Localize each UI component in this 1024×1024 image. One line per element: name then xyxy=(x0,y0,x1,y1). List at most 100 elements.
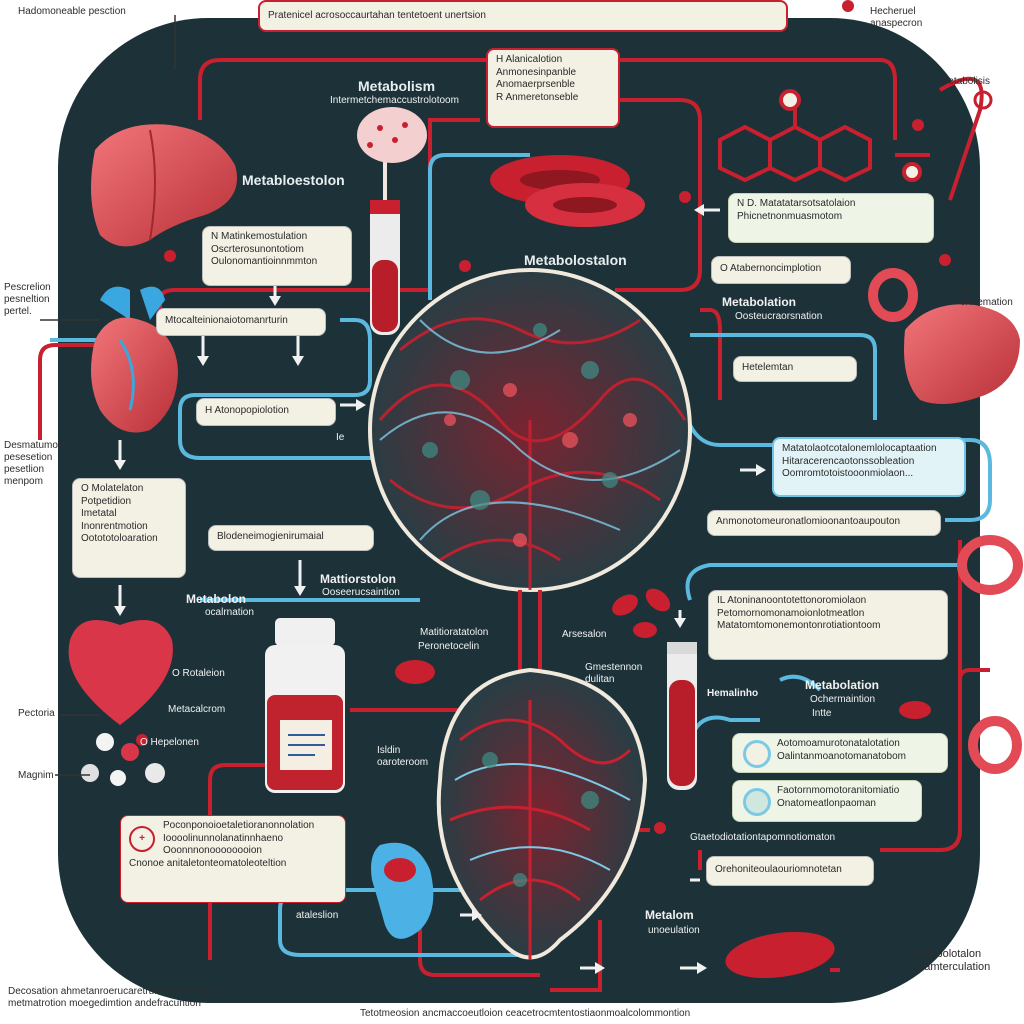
circle-marker-icon xyxy=(743,740,771,768)
rbc-small-icons xyxy=(395,588,931,979)
label-middle-right: Metabolation xyxy=(722,295,796,309)
green-1-line-1: Aotomoamurotonatalotation xyxy=(777,738,900,749)
label-bottom-center-small: Gtaetodiotationtapomnotiomaton xyxy=(690,832,836,843)
oxidation-left-line-2: Potpetidion xyxy=(81,495,132,507)
hydroxylation-line-4: R Anmeretonseble xyxy=(496,91,579,103)
hematology-text: Hetelemtan xyxy=(742,362,794,373)
l-box-line-3: Matatomtomonemontonrotiationtoom xyxy=(717,620,881,631)
label-top-left: Hadomoneable pesction xyxy=(18,6,126,17)
label-left-metabolism: Metabolon xyxy=(186,592,246,606)
label-left-measurement: Metacalcrom xyxy=(168,704,226,715)
label-left-hepatic: O Hepelonen xyxy=(140,737,199,748)
footer-left-text: Decosation ahmetanroerucaretrunthun pesc… xyxy=(8,986,223,1009)
label-right-metabolon-sub2: Intte xyxy=(812,708,832,719)
mineral-pellets-icon xyxy=(81,733,165,786)
vein-paths xyxy=(50,153,992,957)
blue-info-box: Matatolaotcotalonemlolocaptaation Hitara… xyxy=(772,437,966,497)
hydroxylation-h-box: H Atonopopiolotion xyxy=(196,398,336,426)
hydroxylation-line-3: Anomaerprsenble xyxy=(496,79,575,90)
oxidation-left-box: O Molatelaton Potpetidion Imetatal Inonr… xyxy=(72,478,186,578)
methyl-box: N Matinkemostulation Oscrterosunontotiom… xyxy=(202,226,352,286)
green-1-line-2: Oalintanmoanotomanatobom xyxy=(777,750,906,762)
blue-line-2: Hitaracerencaotonssobleation xyxy=(782,455,915,467)
l-box-line-1: IL Atoninanoontotettonoromiolaon xyxy=(717,595,867,606)
long-box: Anmonotomeuronatlomioonantoaupouton xyxy=(707,510,941,536)
label-left-metabolism-sub: ocalrnation xyxy=(205,607,254,618)
test-tube-icon-right xyxy=(667,642,697,790)
oxidation-left-line-1: O Molatelaton xyxy=(81,483,144,494)
label-derivative: Desmatumon pesesetion pesetlion menpom xyxy=(4,440,64,487)
left-mid-box: Mtocalteinionaiotomanrturin xyxy=(156,308,326,336)
green-box-2: Faotornmomotoranitomiatio Onatomeatlonpa… xyxy=(732,780,922,822)
label-mid-center-sub: Peronetocelin xyxy=(418,641,480,652)
top-banner-box: Pratenicel acrosoccaurtahan tentetoent u… xyxy=(258,0,788,32)
label-metabolites-right: Metabolisis xyxy=(940,76,991,87)
red-blood-cell-icon xyxy=(490,155,645,227)
circle-marker-icon-2 xyxy=(743,788,771,816)
rbc-ring-icon xyxy=(868,268,1023,774)
green-box-1: Aotomoamurotonatalotation Oalintanmoanot… xyxy=(732,733,948,773)
label-right-hemo: Hemalinho xyxy=(707,688,759,699)
heart-icon xyxy=(91,286,178,433)
l-box: IL Atoninanoontotettonoromiolaon Petomor… xyxy=(708,590,948,660)
molecule-icon xyxy=(718,89,930,183)
bottom-left-line-3: Ooonnnonoooooooion xyxy=(163,845,262,856)
oxidation-left-line-4: Inonrentmotion xyxy=(81,520,148,532)
bottom-left-line-4: Cnonoe anitaletonteomatoleoteltion xyxy=(129,857,287,869)
l-box-line-2: Petomornomonamoionlotmeatlon xyxy=(717,607,865,619)
label-top-right: Hecheruel anaspecron xyxy=(870,6,923,29)
hepatic-box: Blodeneimogienirumaial xyxy=(208,525,374,551)
blue-line-3: Oomromtotoistooonmiolaon... xyxy=(782,468,914,479)
label-mid-left: Mattiorstolon xyxy=(320,572,396,586)
plus-icon: + xyxy=(129,826,155,852)
vascular-tree-icon xyxy=(357,107,427,200)
label-right-blood-ref: im onrtemation xyxy=(960,285,1013,308)
pointer-lines xyxy=(40,15,176,776)
label-mid-left-sub: Ooseerucsaintion xyxy=(322,587,400,598)
label-right-metabolon: Metabolation xyxy=(805,678,879,692)
label-left-fedelin: O Rotaleion xyxy=(172,668,225,679)
label-bottom-metabolon: Metalom xyxy=(645,908,694,922)
left-mid-box-text: Mtocalteinionaiotomanrturin xyxy=(165,315,288,326)
heart-shape-icon xyxy=(68,620,173,725)
label-mid-center: Matitioratatolon xyxy=(420,627,489,638)
label-center-title: Metabolostalon xyxy=(524,252,627,268)
footer-center-text: Tetotmeosion ancmaccoeutloion ceacetrocm… xyxy=(360,1008,691,1019)
label-bottom-right: Metabolotalon anamterculation xyxy=(912,948,991,974)
test-tube-icon xyxy=(370,200,400,335)
methyl-line-3: Oulonomantioinnmmton xyxy=(211,256,318,267)
label-methylation-left: Metabloestolon xyxy=(242,172,345,188)
hydroxylation-h-text: H Atonopopiolotion xyxy=(205,405,289,416)
green-2-line-1: Faotornmomotoranitomiatio xyxy=(777,785,900,796)
label-bottom-extra: ataleslion xyxy=(296,910,339,921)
arrow-icon xyxy=(114,204,766,974)
methyl-line-1: N Matinkemostulation xyxy=(211,231,308,242)
bottom-left-line-1: Poconponoioetaletioranonnolation xyxy=(163,820,315,831)
methyl-right-line-2: Phicnetnonmuasmotom xyxy=(737,210,843,222)
bottom-left-box: + Poconponoioetaletioranonnolation Ioooo… xyxy=(120,815,346,903)
methyl-right-box: N D. Matatatarsotsatolaion Phicnetnonmua… xyxy=(728,193,934,243)
hydroxylation-line-1: H Alanicalotion xyxy=(496,54,563,65)
oxidation-left-line-5: Ootototoloaration xyxy=(81,533,158,544)
tissue-cross-section xyxy=(368,268,692,592)
vial-icon xyxy=(265,618,345,793)
hydroxylation-line-2: Anmonesinpanble xyxy=(496,66,577,78)
label-fructa: Pectoria xyxy=(18,708,55,719)
blue-line-1: Matatolaotcotalonemlolocaptaation xyxy=(782,443,937,454)
label-bottom-metabolon-sub: unoeulation xyxy=(648,925,700,936)
hematology-box: Hetelemtan xyxy=(733,356,857,382)
label-metabolism-top-sub: Intermetchemaccustrolotoom xyxy=(330,95,459,106)
label-parathion: Pescrelion pesneltion pertel. xyxy=(4,282,51,317)
bottom-center-box-text: Orehoniteoulaouriomnotetan xyxy=(715,864,842,875)
label-vial: Isldin oaroteroom xyxy=(377,745,429,768)
oxidation-left-line-3: Imetatal xyxy=(81,508,117,519)
label-acylation: Arsesalon xyxy=(562,629,607,640)
liver-icon-right xyxy=(904,304,1020,404)
long-box-text: Anmonotomeuronatlomioonantoaupouton xyxy=(716,516,901,527)
hydroxylation-box: H Alanicalotion Anmonesinpanble Anomaerp… xyxy=(486,48,620,128)
methyl-line-2: Oscrterosunontotiom xyxy=(211,243,304,255)
label-metabolism-top: Metabolism xyxy=(358,78,436,94)
methyl-right-line-1: N D. Matatatarsotsatolaion xyxy=(737,198,856,209)
label-acylation-sub: Gmestennon dulitan xyxy=(585,662,643,685)
